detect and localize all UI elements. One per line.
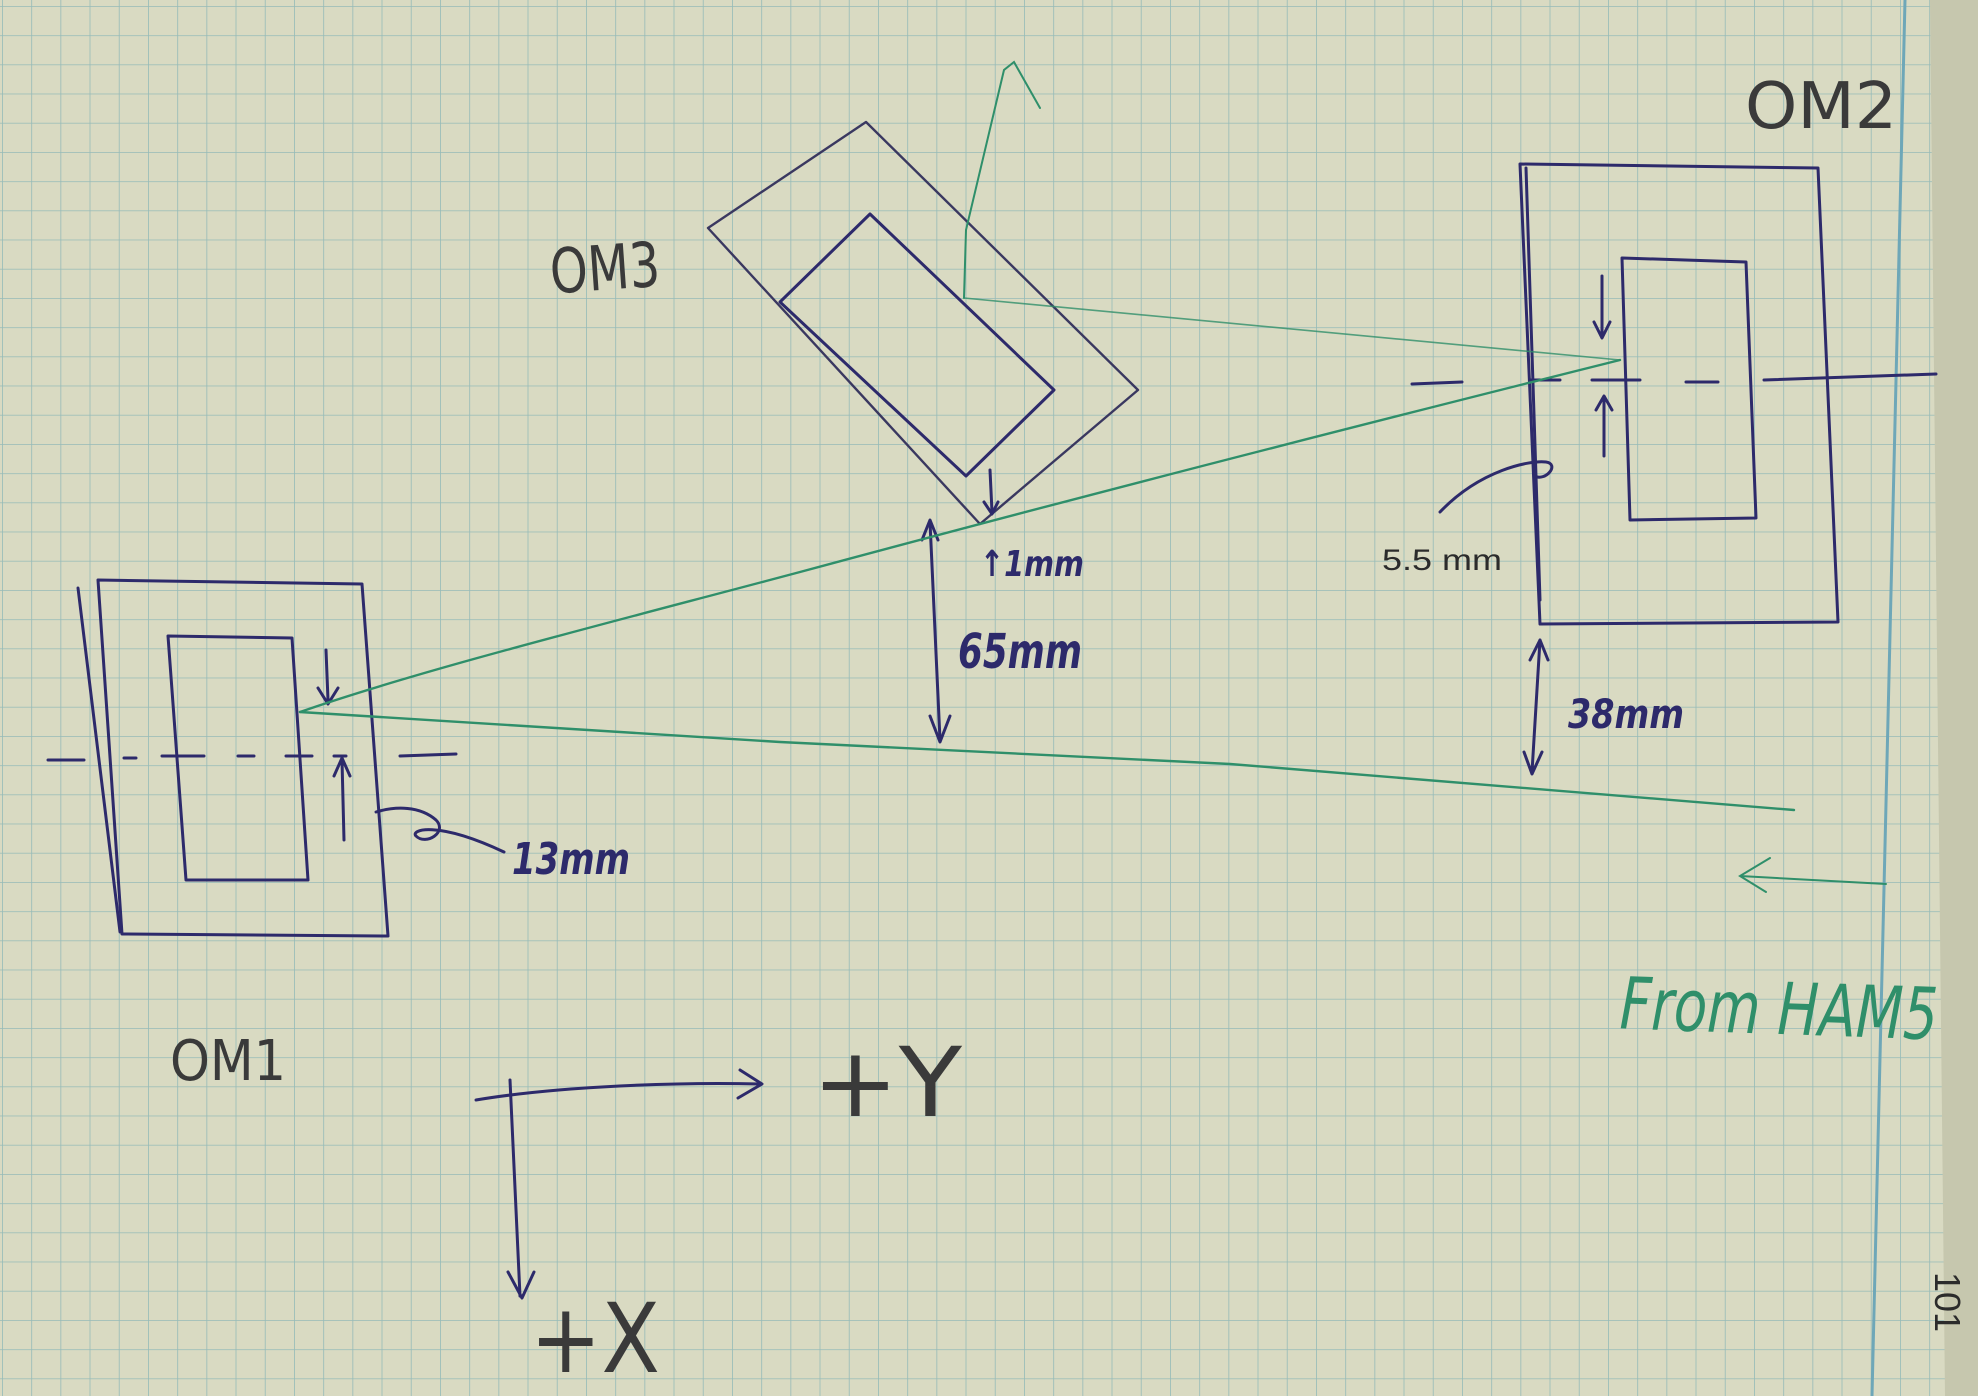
label-38mm: 38mm: [1568, 692, 1684, 738]
label-om2: OM2: [1745, 70, 1897, 144]
coordinate-axes: [474, 1068, 764, 1300]
om1-mirror: [46, 578, 506, 938]
beam-path: [298, 60, 1887, 893]
label-axis-x: +X: [530, 1283, 660, 1395]
om3-mirror: [706, 120, 1140, 526]
label-13mm: 13mm: [512, 834, 630, 885]
margin-line: [1870, 0, 1907, 1396]
dimension-65mm-arrow: [920, 518, 952, 744]
page-number: 101: [1927, 1272, 1968, 1332]
label-5-5mm: 5.5 mm: [1382, 544, 1502, 577]
label-65mm: 65mm: [958, 624, 1082, 680]
page-edge: [1930, 0, 1978, 1396]
label-1mm: ↑1mm: [980, 544, 1084, 585]
label-from-ham5: From HAM5: [1619, 961, 1940, 1056]
label-om1: OM1: [170, 1029, 286, 1094]
label-axis-y: +Y: [812, 1027, 962, 1139]
label-om3: OM3: [547, 228, 662, 308]
